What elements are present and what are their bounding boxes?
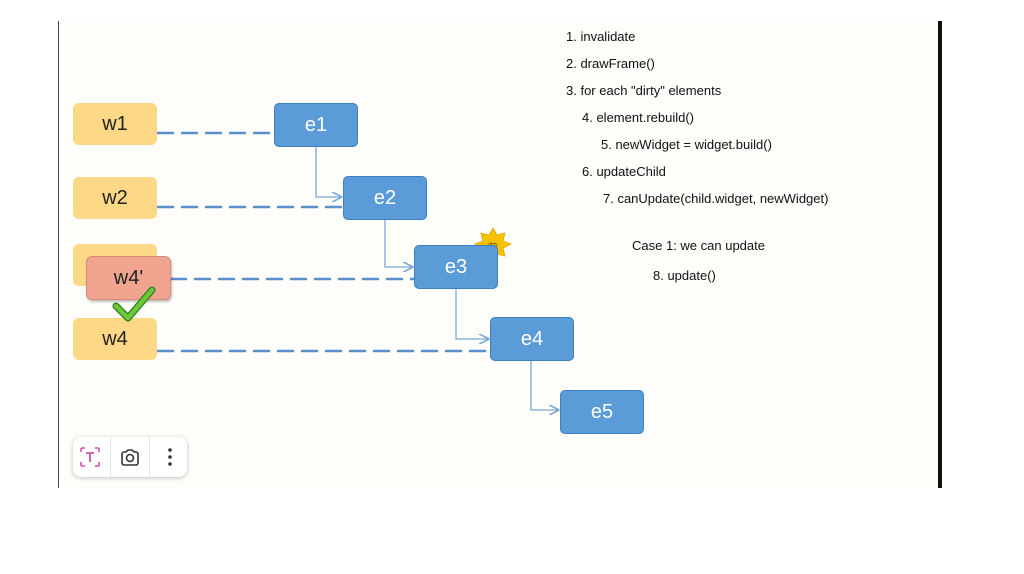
right-border	[938, 21, 942, 488]
toolbar-separator	[149, 437, 151, 477]
more-vert-icon	[167, 448, 172, 466]
left-border	[58, 21, 59, 488]
tree-edge-e3-e4	[455, 288, 488, 339]
element-e5-label: e5	[590, 400, 614, 423]
widget-w4-prime: w4'	[86, 256, 171, 300]
text-select-icon	[80, 447, 100, 467]
step-2: 2. drawFrame()	[566, 56, 655, 71]
widget-w4: w4	[73, 318, 157, 360]
check-icon	[112, 286, 156, 322]
lens-button[interactable]	[115, 442, 145, 472]
element-e4-label: e4	[520, 327, 544, 350]
element-e1: e1	[274, 103, 358, 147]
text-select-button[interactable]	[75, 442, 105, 472]
more-options-button[interactable]	[155, 442, 185, 472]
widget-w2-label: w2	[102, 186, 128, 209]
widget-w1: w1	[73, 103, 157, 145]
tree-edge-e4-e5	[530, 359, 558, 410]
step-5: 5. newWidget = widget.build()	[601, 137, 772, 152]
step-3: 3. for each "dirty" elements	[566, 83, 722, 98]
step-4: 4. element.rebuild()	[582, 110, 694, 125]
step-8: 8. update()	[653, 268, 716, 283]
widget-w2: w2	[73, 177, 157, 219]
element-e3: e3	[414, 245, 498, 289]
step-6: 6. updateChild	[582, 164, 666, 179]
element-e5: e5	[560, 390, 644, 434]
widget-w4-prime-label: w4'	[113, 266, 144, 289]
floating-toolbar	[73, 437, 187, 477]
element-e2-label: e2	[373, 186, 397, 209]
element-e1-label: e1	[304, 113, 328, 136]
toolbar-separator	[109, 437, 111, 477]
step-1: 1. invalidate	[566, 29, 636, 44]
widget-w1-label: w1	[102, 112, 128, 135]
widget-w4-label: w4	[102, 327, 128, 350]
element-e4: e4	[490, 317, 574, 361]
element-e2: e2	[343, 176, 427, 220]
case-1-heading: Case 1: we can update	[632, 238, 765, 253]
element-e3-label: e3	[444, 255, 468, 278]
lens-icon	[121, 449, 139, 466]
step-7: 7. canUpdate(child.widget, newWidget)	[603, 191, 829, 206]
tree-edge-e2-e3	[384, 218, 412, 267]
tree-edge-e1-e2	[315, 145, 341, 197]
